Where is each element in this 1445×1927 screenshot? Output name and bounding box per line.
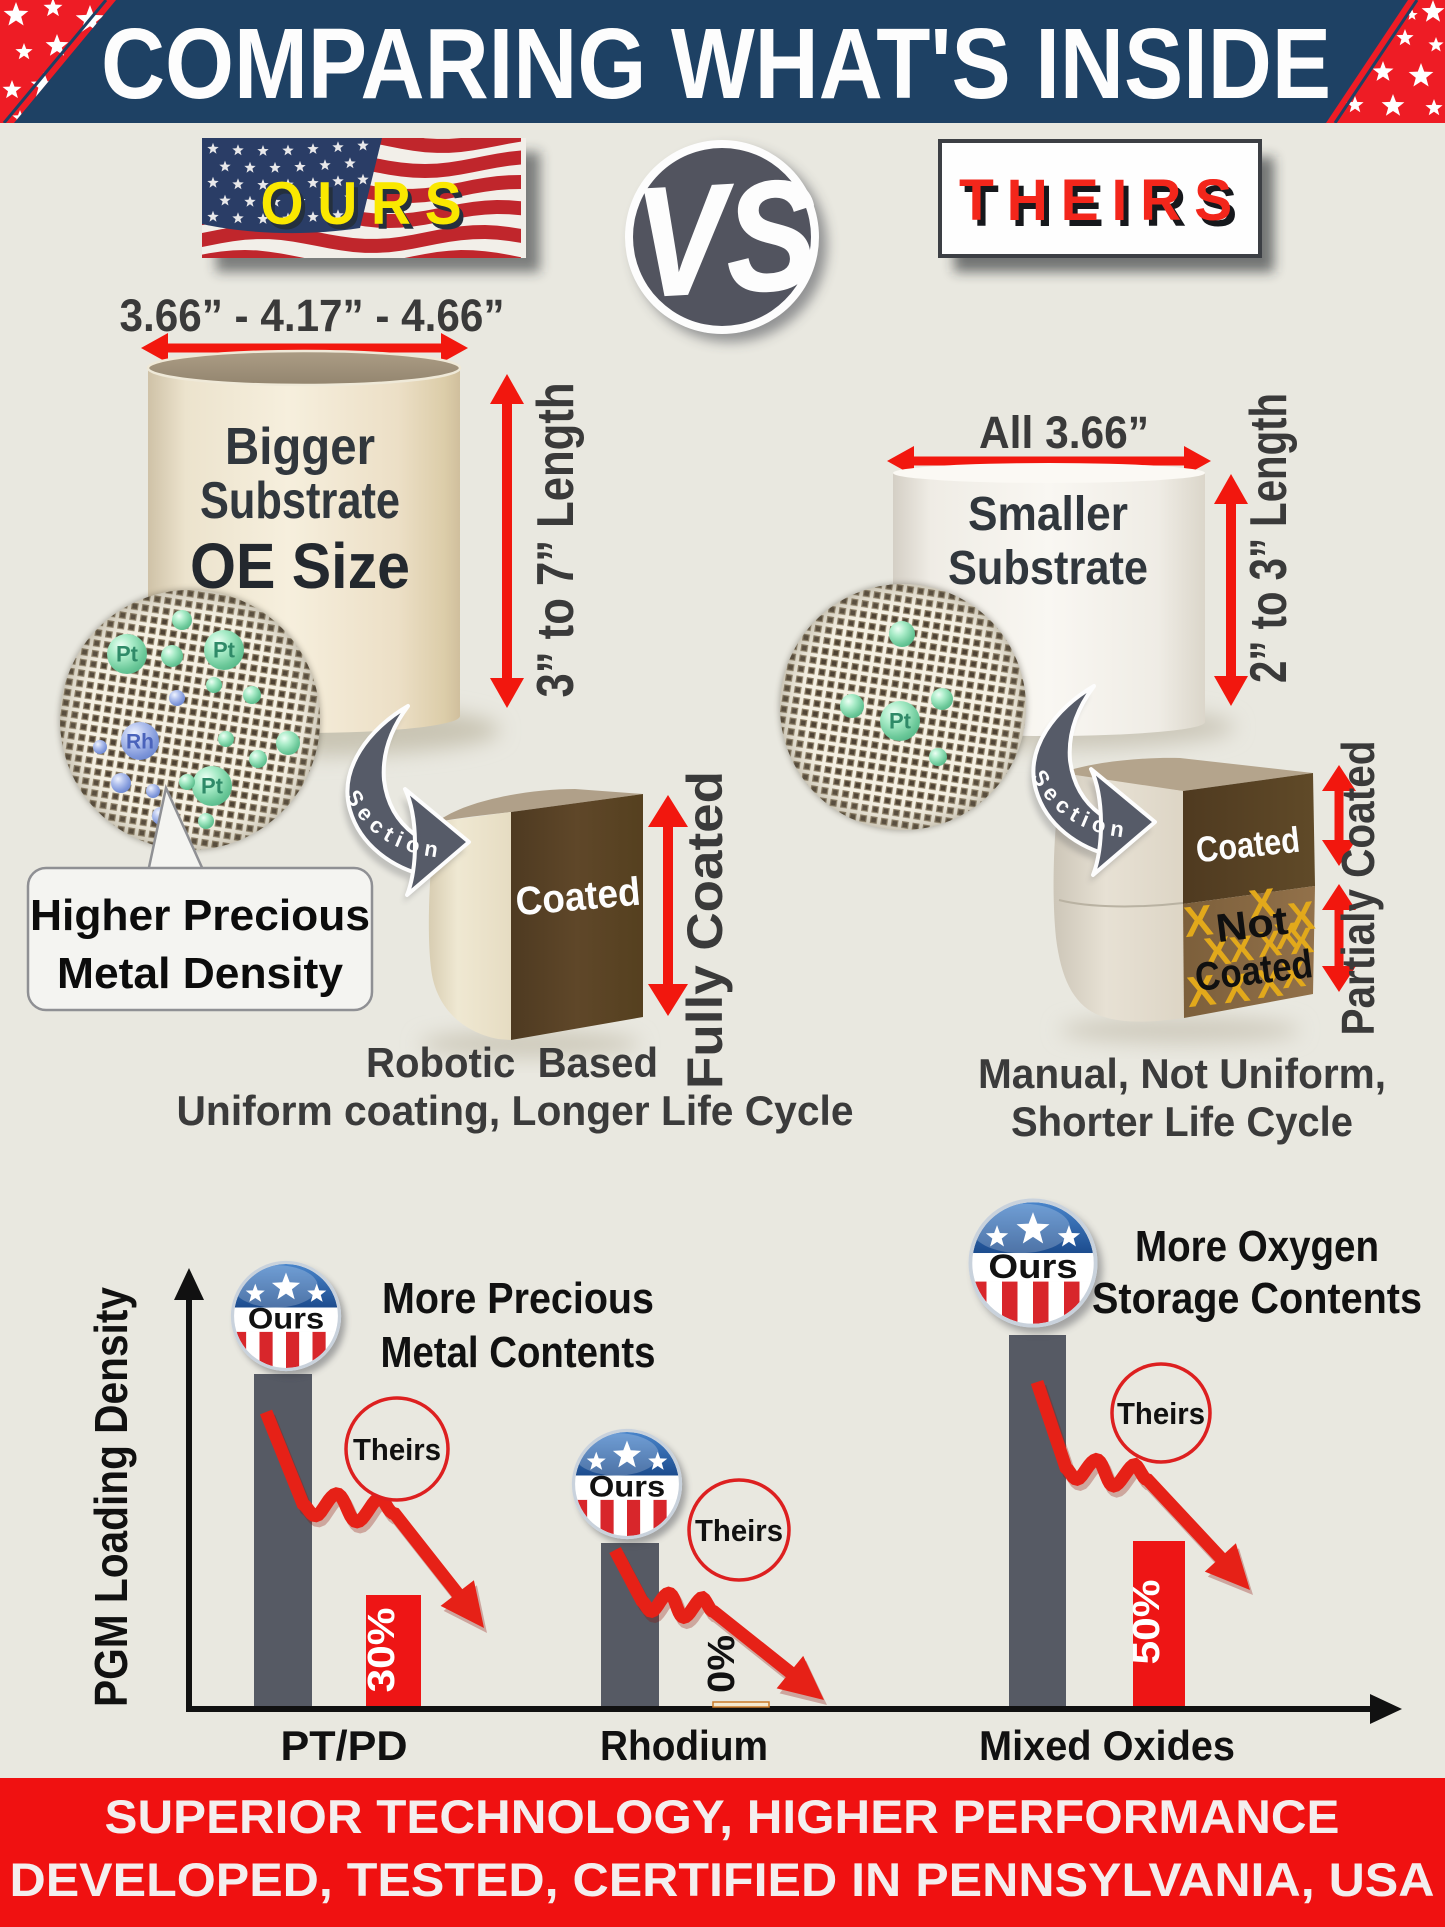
svg-text:PGM Loading Density: PGM Loading Density bbox=[85, 1287, 137, 1707]
svg-text:OURS: OURS bbox=[261, 170, 476, 237]
svg-text:Substrate: Substrate bbox=[200, 472, 400, 530]
svg-text:X: X bbox=[1255, 922, 1283, 965]
svg-text:X: X bbox=[1247, 881, 1278, 928]
svg-text:Coated: Coated bbox=[514, 870, 642, 925]
svg-text:COMPARING WHAT'S INSIDE: COMPARING WHAT'S INSIDE bbox=[101, 8, 1331, 120]
svg-text:Substrate: Substrate bbox=[948, 542, 1148, 595]
svg-text:All 3.66”: All 3.66” bbox=[979, 407, 1149, 458]
svg-text:PT/PD: PT/PD bbox=[281, 1722, 408, 1769]
svg-text:More Precious: More Precious bbox=[382, 1274, 654, 1323]
svg-text:Pt: Pt bbox=[116, 642, 139, 667]
svg-text:VS: VS bbox=[632, 147, 821, 329]
svg-text:More Oxygen: More Oxygen bbox=[1135, 1222, 1379, 1271]
svg-text:0%: 0% bbox=[701, 1635, 743, 1693]
svg-text:THEIRS: THEIRS bbox=[964, 174, 1250, 239]
svg-text:Storage Contents: Storage Contents bbox=[1092, 1274, 1422, 1323]
svg-text:Pt: Pt bbox=[213, 638, 236, 663]
svg-text:Shorter Life Cycle: Shorter Life Cycle bbox=[1011, 1098, 1353, 1145]
svg-text:Rhodium: Rhodium bbox=[600, 1722, 768, 1769]
svg-text:3” to 7” Length: 3” to 7” Length bbox=[527, 383, 585, 698]
svg-text:Ours: Ours bbox=[988, 1248, 1077, 1286]
svg-text:3.66” - 4.17” - 4.66”: 3.66” - 4.17” - 4.66” bbox=[120, 290, 505, 341]
svg-text:X: X bbox=[1182, 896, 1216, 947]
svg-text:Ours: Ours bbox=[248, 1303, 324, 1336]
svg-text:Higher Precious: Higher Precious bbox=[30, 891, 370, 940]
svg-text:50%: 50% bbox=[1126, 1580, 1168, 1665]
svg-text:X: X bbox=[1254, 961, 1285, 1008]
svg-text:OE Size: OE Size bbox=[190, 530, 410, 602]
svg-text:Mixed Oxides: Mixed Oxides bbox=[979, 1722, 1235, 1769]
svg-text:X: X bbox=[1221, 966, 1252, 1013]
svg-text:Theirs: Theirs bbox=[1117, 1396, 1205, 1431]
svg-text:2” to 3” Length: 2” to 3” Length bbox=[1240, 393, 1298, 683]
svg-text:X: X bbox=[1272, 914, 1300, 957]
svg-text:Theirs: Theirs bbox=[695, 1513, 783, 1548]
svg-text:Pt: Pt bbox=[889, 709, 912, 734]
svg-text:Rh: Rh bbox=[126, 730, 154, 753]
svg-text:X: X bbox=[1279, 953, 1307, 996]
svg-text:X: X bbox=[1185, 966, 1219, 1017]
svg-text:X: X bbox=[1202, 929, 1233, 976]
svg-text:X: X bbox=[1227, 927, 1255, 970]
svg-text:THEIRS: THEIRS bbox=[959, 168, 1245, 233]
svg-text:Fully Coated: Fully Coated bbox=[677, 771, 733, 1089]
svg-text:Ours: Ours bbox=[589, 1471, 665, 1504]
svg-text:Metal Density: Metal Density bbox=[57, 949, 344, 998]
svg-text:DEVELOPED, TESTED, CERTIFIED I: DEVELOPED, TESTED, CERTIFIED IN PENNSYLV… bbox=[10, 1853, 1435, 1906]
svg-text:Robotic Based: Robotic Based bbox=[366, 1039, 658, 1086]
svg-text:Bigger: Bigger bbox=[225, 418, 375, 476]
svg-text:Pt: Pt bbox=[201, 774, 224, 799]
svg-text:Manual, Not Uniform,: Manual, Not Uniform, bbox=[978, 1050, 1386, 1097]
svg-text:Uniform coating, Longer Life C: Uniform coating, Longer Life Cycle bbox=[177, 1087, 854, 1134]
svg-text:Smaller: Smaller bbox=[968, 488, 1128, 541]
svg-text:X: X bbox=[1287, 919, 1315, 962]
svg-text:30%: 30% bbox=[361, 1608, 403, 1693]
svg-text:Metal Contents: Metal Contents bbox=[381, 1328, 656, 1377]
svg-text:Theirs: Theirs bbox=[353, 1432, 441, 1467]
svg-text:X: X bbox=[1286, 894, 1317, 941]
svg-text:SUPERIOR TECHNOLOGY, HIGHER PE: SUPERIOR TECHNOLOGY, HIGHER PERFORMANCE bbox=[105, 1790, 1340, 1843]
svg-text:Partialy Coated: Partialy Coated bbox=[1332, 741, 1384, 1036]
svg-text:Not: Not bbox=[1213, 899, 1290, 951]
svg-text:OURS: OURS bbox=[265, 175, 480, 242]
